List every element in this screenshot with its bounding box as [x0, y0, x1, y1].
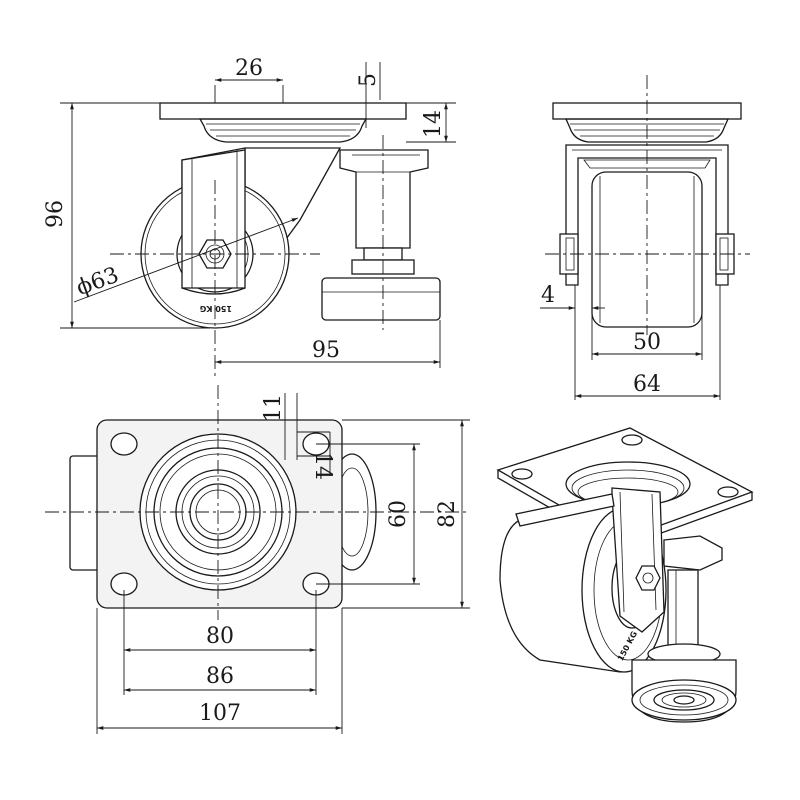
- front-view: 4 50 64: [540, 75, 750, 400]
- isometric-view: 150 KG: [496, 427, 754, 723]
- dim-14-top: 14: [310, 452, 335, 480]
- dim-60: 60: [386, 500, 411, 528]
- dim-86: 86: [206, 664, 234, 689]
- dim-phi63: ϕ63: [73, 263, 122, 301]
- dim-96: 96: [43, 200, 68, 228]
- dim-26: 26: [235, 56, 263, 81]
- side-view: 150 KG 26 5 14 96 ϕ63 95: [43, 56, 456, 380]
- dim-11: 11: [261, 394, 286, 422]
- dim-50: 50: [633, 330, 661, 355]
- wheel-marking: 150 KG: [200, 304, 232, 313]
- top-view: 11 14 60 82 80 86 107: [45, 385, 470, 734]
- dim-5: 5: [356, 73, 381, 87]
- dim-107: 107: [199, 701, 241, 726]
- dim-80: 80: [206, 624, 234, 649]
- dim-14-side: 14: [421, 110, 446, 138]
- dim-95: 95: [312, 338, 340, 363]
- iso-axle-nut: [635, 565, 661, 591]
- dim-4: 4: [541, 283, 555, 308]
- dim-64: 64: [633, 372, 661, 397]
- dim-82: 82: [435, 500, 460, 528]
